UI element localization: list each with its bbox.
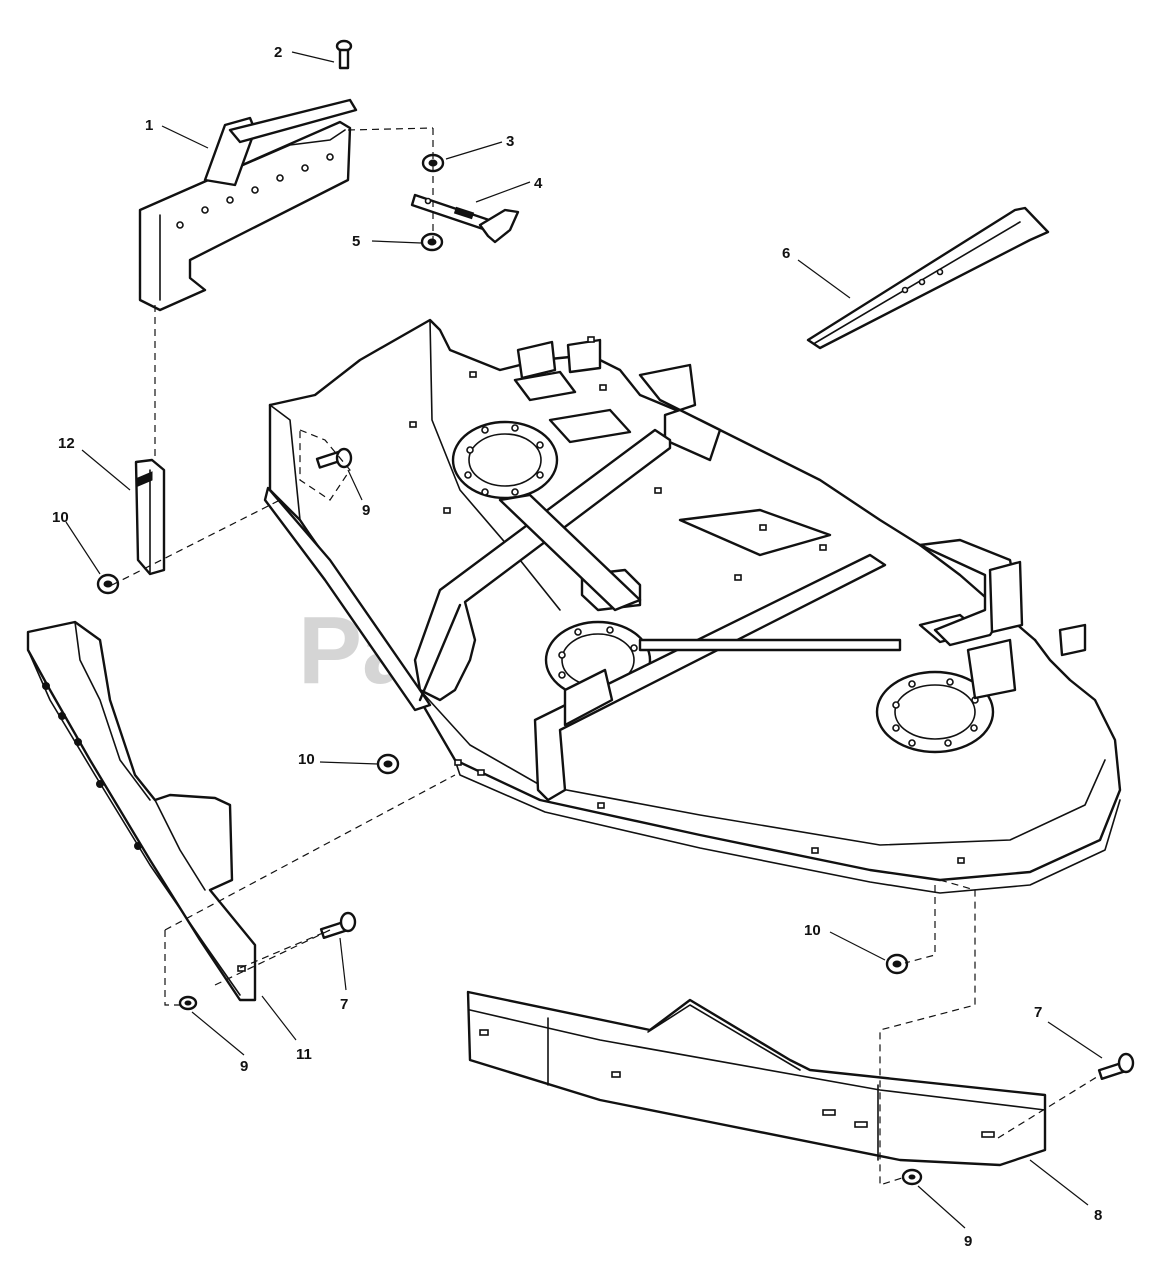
part-6-blade <box>806 206 1050 350</box>
left-spindle-opening <box>451 420 559 500</box>
part-1-lift-bracket <box>138 98 358 312</box>
callout-8: 8 <box>1094 1207 1102 1224</box>
part-12-bracket <box>134 458 166 576</box>
callout-10-right: 10 <box>804 922 821 939</box>
part-9-deck-bolt <box>315 447 353 469</box>
part-10-nut-left <box>96 573 120 595</box>
part-2-screw <box>335 39 353 70</box>
part-7-bolt-right <box>1097 1052 1135 1081</box>
callout-7-left: 7 <box>340 996 348 1013</box>
callout-10-left: 10 <box>52 509 69 526</box>
part-7-bolt-left <box>319 911 357 940</box>
callout-9-deck: 9 <box>362 502 370 519</box>
part-8-front-baffle <box>466 990 1047 1167</box>
right-spindle-opening <box>875 670 995 754</box>
deck-hanger-arms <box>413 428 902 802</box>
callout-4: 4 <box>534 175 543 192</box>
callout-10-center: 10 <box>298 751 315 768</box>
callout-6: 6 <box>782 245 790 262</box>
callout-12: 12 <box>58 435 75 452</box>
mower-deck-housing <box>263 318 1122 894</box>
callout-9-left: 9 <box>240 1058 248 1075</box>
callout-9-right: 9 <box>964 1233 972 1250</box>
part-10-nut-center <box>376 753 400 775</box>
part-9-washer-right <box>901 1168 923 1186</box>
callout-11: 11 <box>296 1046 312 1063</box>
callout-5: 5 <box>352 233 360 250</box>
callout-1: 1 <box>145 117 153 134</box>
callout-7-right: 7 <box>1034 1004 1042 1021</box>
part-11-side-deflector <box>26 620 257 1002</box>
part-9-washer-left <box>178 995 198 1011</box>
part-10-nut-right <box>885 953 909 975</box>
callout-2: 2 <box>274 44 282 61</box>
part-5-nut <box>420 232 444 252</box>
callout-3: 3 <box>506 133 514 150</box>
